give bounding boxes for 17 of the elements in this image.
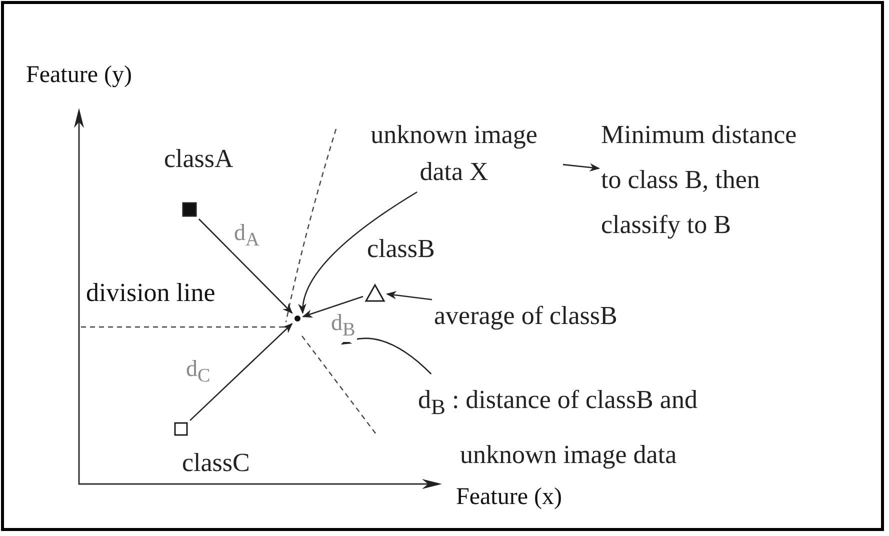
class-label: classB xyxy=(367,234,435,264)
annotation-text: average of classB xyxy=(434,299,694,333)
annotation-text: d$_{B}$ : distance of classB and unknown image data xyxy=(418,376,760,478)
class-label: classC xyxy=(182,448,250,478)
curved-arrow xyxy=(298,191,418,314)
arrow xyxy=(198,218,293,314)
axis-label: Feature (y) xyxy=(26,62,132,89)
class-label: classA xyxy=(164,144,234,174)
arrow xyxy=(562,163,600,172)
arrow xyxy=(302,296,364,318)
division-line-label: division line xyxy=(86,278,216,308)
curved-arrow xyxy=(341,336,432,374)
annotation-text: Minimum distance to class B, then classify to B xyxy=(601,112,806,247)
arrow xyxy=(190,323,293,421)
arrow xyxy=(386,291,432,300)
annotation-text: unknown image data X xyxy=(347,116,561,190)
axis-label: Feature (x) xyxy=(456,484,562,511)
